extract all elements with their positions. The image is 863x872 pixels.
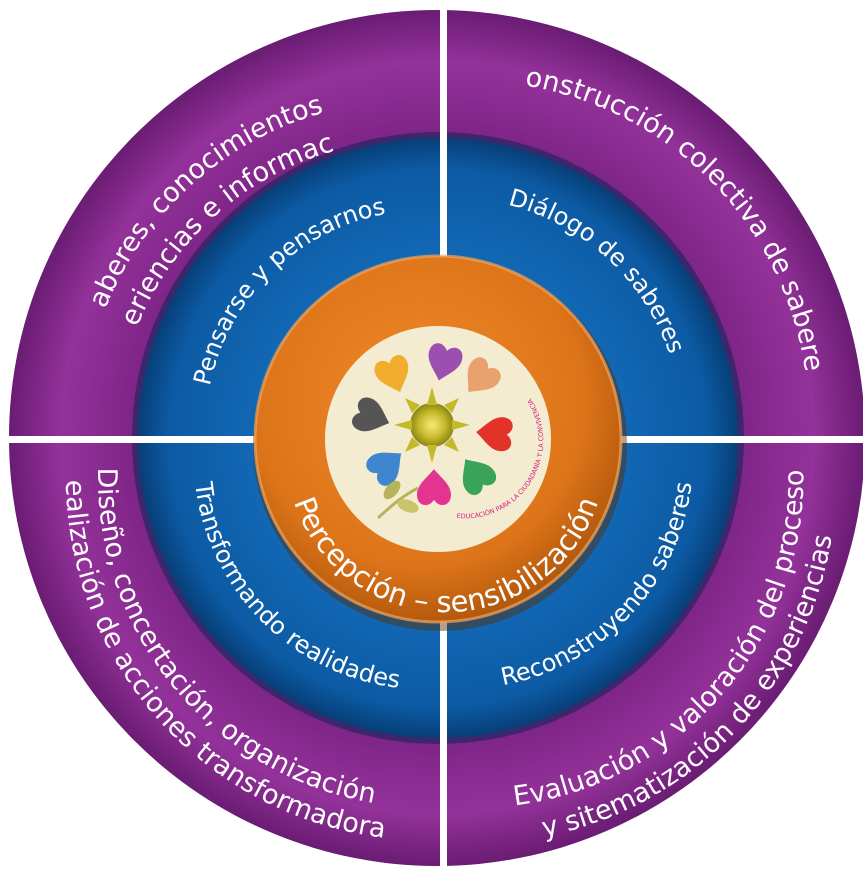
logo-icon — [349, 341, 514, 520]
